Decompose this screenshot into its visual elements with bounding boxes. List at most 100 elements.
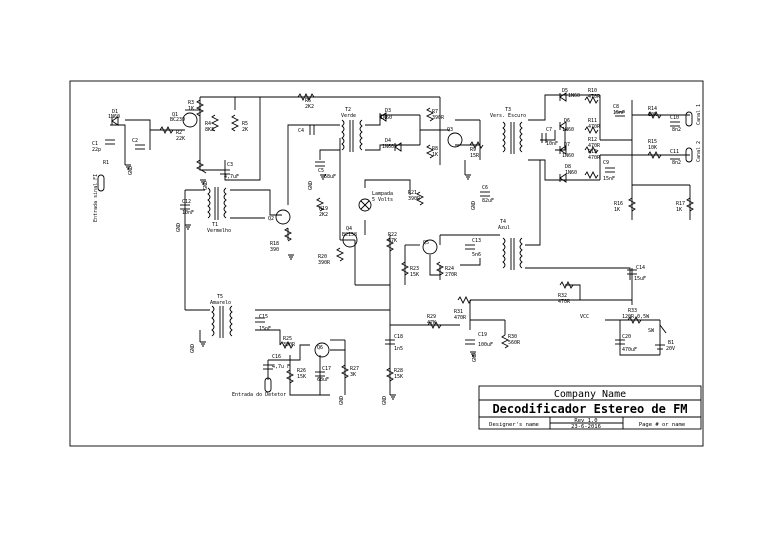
r33-value: 120R 0,5W xyxy=(622,314,650,320)
resistors xyxy=(159,92,695,384)
transistors xyxy=(182,112,463,358)
d5-label: D5 xyxy=(562,88,568,94)
labels: Entrada sinal FI Entrada do Detetor Lamp… xyxy=(92,88,702,405)
r15-value: 10K xyxy=(648,145,657,151)
c6-label: C6 xyxy=(482,185,488,191)
c14-value: 15uF xyxy=(634,276,646,282)
r5-label: R5 xyxy=(242,121,248,127)
r13-value: 470R xyxy=(588,155,601,161)
gnd-label-9: GND xyxy=(339,396,345,405)
switch-label: SW xyxy=(648,328,655,334)
r13-label: R13 xyxy=(588,149,597,155)
t5-name: Amarelo xyxy=(210,300,231,306)
c8-value: 15nF xyxy=(613,110,625,116)
d4-label: D4 xyxy=(385,138,391,144)
c3-value: 4,7uF xyxy=(224,174,239,180)
page-name: Page # or name xyxy=(639,422,685,428)
r1-label: R1 xyxy=(103,160,109,166)
component-symbols xyxy=(97,92,695,400)
r6-value: 2K2 xyxy=(305,104,314,110)
r26-value: 15K xyxy=(297,374,306,380)
c1-label: C1 xyxy=(92,141,98,147)
transformer-t4 xyxy=(502,237,523,270)
c5-value: 68uF xyxy=(324,174,336,180)
q4-label: Q4 xyxy=(346,226,352,232)
r23-value: 15K xyxy=(410,272,419,278)
canal2-label: Canal 2 xyxy=(696,141,702,162)
r19-value: 2K2 xyxy=(319,212,328,218)
connectors xyxy=(97,111,693,393)
c10-value: 8n2 xyxy=(672,127,681,133)
revision: Rev 1.0 xyxy=(574,418,597,424)
d6-label: D6 xyxy=(564,118,570,124)
r32-label: R32 xyxy=(558,293,567,299)
r4-value: 8K2 xyxy=(205,127,214,133)
c17-value: 68uF xyxy=(317,377,329,383)
d8-label: D8 xyxy=(565,164,571,170)
c18-label: C18 xyxy=(394,334,403,340)
d6-value: 1N60 xyxy=(562,127,574,133)
input-fi-label: Entrada sinal FI xyxy=(93,174,99,222)
d1-label: D1 xyxy=(112,109,118,115)
lamp-label: Lampada xyxy=(372,191,393,197)
r31-label: R31 xyxy=(454,309,463,315)
r15-label: R15 xyxy=(648,139,657,145)
c13-value: 5n6 xyxy=(472,252,481,258)
vcc-label: VCC xyxy=(580,314,589,320)
transformer-t5 xyxy=(211,305,233,338)
c19-value: 100uF xyxy=(478,342,493,348)
c15-label: C15 xyxy=(259,314,268,320)
r29-value: 47K xyxy=(427,320,436,326)
title-block: Company Name Decodificador Estereo de FM… xyxy=(478,385,702,430)
r18-value: 390 xyxy=(270,247,279,253)
r22-label: R22 xyxy=(388,232,397,238)
r29-label: R29 xyxy=(427,314,436,320)
ground-symbols xyxy=(125,164,476,400)
c1-value: 22p xyxy=(92,147,101,153)
r12-value: 470R xyxy=(588,143,601,149)
detector-input-label: Entrada do Detetor xyxy=(232,392,286,398)
c16-label: C16 xyxy=(272,354,281,360)
q6-label: Q6 xyxy=(317,345,323,351)
r10-value: 470R xyxy=(588,94,601,100)
r20-label: R20 xyxy=(318,254,327,260)
r2-label: R2 xyxy=(176,130,182,136)
r21-value: 390R xyxy=(408,196,421,202)
r22-value: 47K xyxy=(388,238,397,244)
t1-label: T1 xyxy=(212,222,218,228)
r27-value: 3K xyxy=(350,372,356,378)
d7-label: D7 xyxy=(564,142,570,148)
q5-label: Q5 xyxy=(423,240,429,246)
c12-value: 10nF xyxy=(182,210,194,216)
c12-label: C12 xyxy=(182,199,191,205)
r25-label: R25 xyxy=(283,336,292,342)
t1-name: Vermelho xyxy=(207,228,231,234)
t5-label: T5 xyxy=(217,294,223,300)
d3-value: 1N60 xyxy=(380,115,392,121)
r10-label: R10 xyxy=(588,88,597,94)
c5-label: C5 xyxy=(318,168,324,174)
designer-name: Designer's name xyxy=(489,422,539,428)
gnd-label-5: GND xyxy=(471,201,477,210)
c9-value: 15nF xyxy=(603,176,615,182)
gnd-label-3: GND xyxy=(308,181,314,190)
t3-name: Vers. Escuro xyxy=(490,113,526,119)
q4-value: BC158 xyxy=(342,232,357,238)
c16-value: 4,7u F xyxy=(272,364,290,370)
r12-label: R12 xyxy=(588,137,597,143)
r14-value: 10K xyxy=(648,112,657,118)
r30-value: 560R xyxy=(508,340,521,346)
diodes xyxy=(111,92,567,183)
c6-value: 82uF xyxy=(482,198,494,204)
c20-value: 470uF xyxy=(622,347,637,353)
q1-value: BC239 xyxy=(170,117,185,123)
t4-label: T4 xyxy=(500,219,506,225)
r7-label: R7 xyxy=(432,109,438,115)
canal1-label: Canal 1 xyxy=(696,104,702,125)
d1-value: 1N60 xyxy=(108,114,120,120)
t2-label: T2 xyxy=(345,107,351,113)
d7-value: 1N60 xyxy=(562,153,574,159)
q1-label: Q1 xyxy=(172,112,178,118)
r23-label: R23 xyxy=(410,266,419,272)
c11-value: 8n2 xyxy=(672,160,681,166)
